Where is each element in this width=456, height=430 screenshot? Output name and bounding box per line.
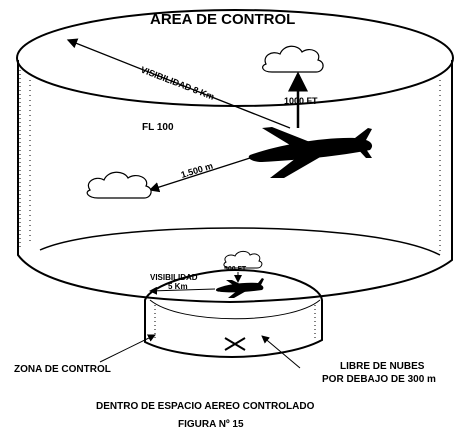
aircraft-icon — [248, 127, 373, 178]
control-zone-cylinder — [144, 268, 323, 359]
vertical-lower-label: 500 FT — [224, 266, 247, 273]
visibility-lower-label: VISIBILIDAD — [150, 273, 198, 282]
caption-line-1: DENTRO DE ESPACIO AEREO CONTROLADO — [96, 401, 315, 412]
cloud-icon — [262, 45, 324, 73]
cloud-icon — [86, 171, 152, 199]
control-zone-label: ZONA DE CONTROL — [14, 364, 111, 375]
vertical-upper-label: 1000 FT — [284, 96, 318, 106]
visibility-lower-value: 5 Km — [168, 282, 188, 291]
small-aircraft-icon — [215, 278, 264, 298]
horizontal-distance-arrow — [148, 157, 251, 193]
diagram-title: AREA DE CONTROL — [150, 11, 295, 28]
small-cloud-icon — [223, 250, 263, 269]
visibility-upper-label: VISIBILIDAD 8 Km — [139, 65, 215, 102]
visibility-lower-arrow — [149, 286, 216, 295]
cloud-free-altitude-label: POR DEBAJO DE 300 m — [322, 374, 436, 385]
visibility-upper-arrow — [66, 38, 291, 129]
control-zone-pointer — [99, 334, 156, 363]
cloud-free-label: LIBRE DE NUBES — [340, 361, 425, 372]
caption-line-2: FIGURA Nº 15 — [178, 419, 244, 430]
horizontal-upper-label: 1.500 m — [180, 161, 215, 180]
flight-level-label: FL 100 — [142, 122, 174, 133]
cloud-free-pointer — [261, 335, 301, 369]
airport-icon — [224, 337, 246, 351]
